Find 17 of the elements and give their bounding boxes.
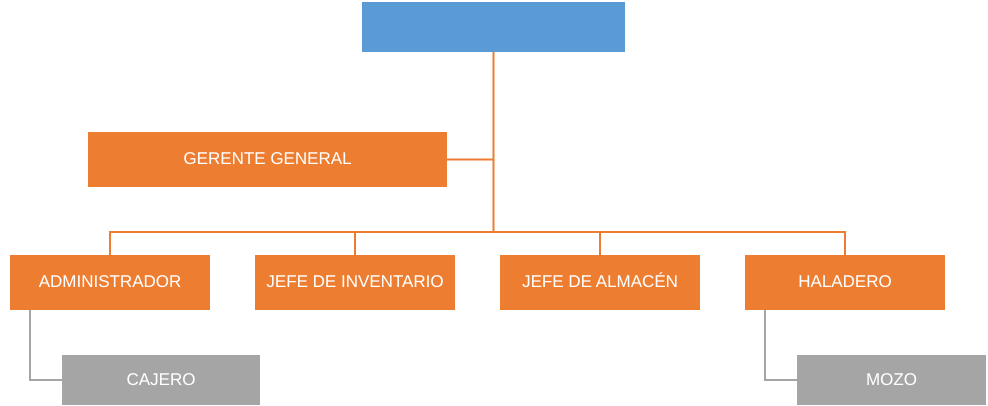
connector-line [29, 310, 62, 381]
role-label: GERENTE GENERAL [183, 149, 352, 170]
role-label: CAJERO [126, 370, 196, 390]
org-box [745, 255, 945, 310]
org-box [10, 255, 210, 310]
role-label: MOZO [866, 370, 917, 390]
org-box [255, 255, 455, 310]
role-label: JEFE DE INVENTARIO [266, 272, 444, 293]
role-label: HALADERO [798, 272, 892, 293]
org-box [88, 132, 447, 187]
org-box [62, 355, 260, 405]
connector-line [764, 310, 797, 381]
org-box [500, 255, 700, 310]
role-label: ADMINISTRADOR [38, 272, 182, 293]
role-label: JEFE DE ALMACÉN [522, 272, 678, 293]
org-box [797, 355, 986, 405]
title-box [362, 2, 625, 52]
